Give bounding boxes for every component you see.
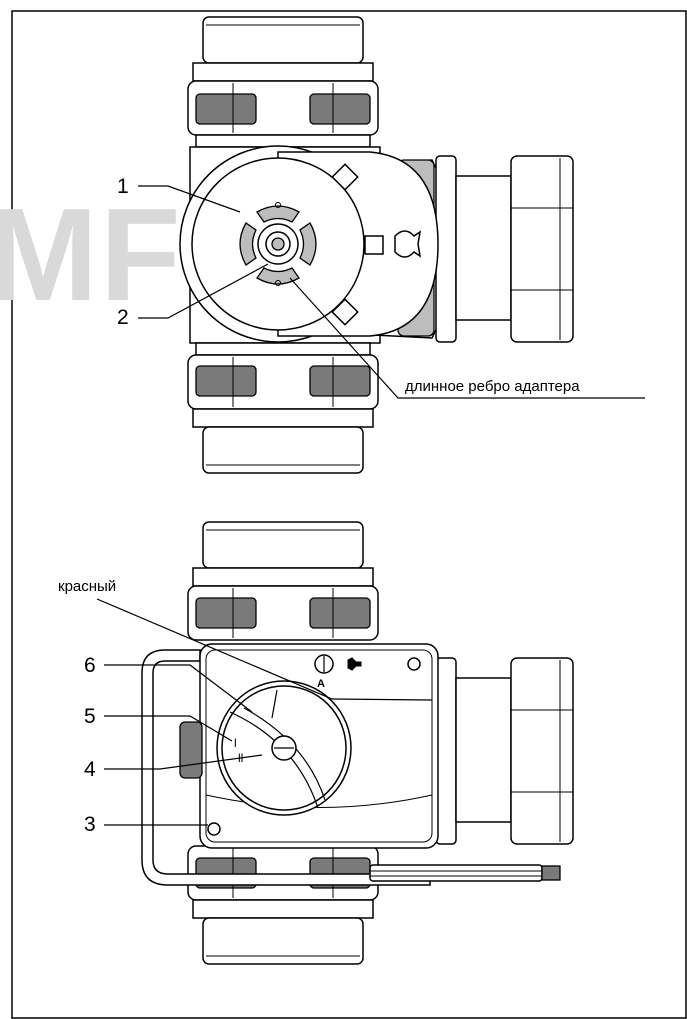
adapter-rib-leader: [289, 277, 645, 399]
callout-5-leader: [104, 715, 233, 742]
dial-letter: A: [317, 678, 325, 690]
callout-1-leader: [138, 185, 241, 213]
top-view-lower-fitting: [187, 342, 379, 474]
bottom-view-side-fitting: [435, 657, 574, 845]
adapter-rib-label: длинное ребро адаптера: [405, 378, 580, 395]
spindle-adapter: [239, 202, 317, 286]
callout-3: 3: [84, 813, 96, 836]
selector-knob: l ll: [216, 680, 352, 816]
scale-mark-left: l: [234, 736, 237, 750]
bottom-view-lower-fitting: [187, 845, 379, 965]
callout-1: 1: [117, 175, 129, 198]
bottom-view: l ll A красный 6 5 4 3: [58, 521, 574, 965]
callout-5: 5: [84, 705, 96, 728]
terminal-screw: A: [314, 654, 334, 690]
callout-4-leader: [104, 754, 263, 770]
red-label: красный: [58, 578, 116, 595]
callout-6: 6: [84, 654, 96, 677]
diagram-border: [11, 10, 687, 1019]
top-view: 1 2 длинное ребро адаптера: [117, 16, 645, 474]
red-label-leader: [96, 598, 433, 701]
top-view-upper-fitting: [187, 16, 379, 148]
bottom-view-upper-fitting: [187, 521, 379, 641]
callout-6-leader: [104, 664, 253, 713]
plug-icon: [347, 657, 362, 671]
callout-2-leader: [138, 263, 269, 319]
callout-2: 2: [117, 306, 129, 329]
actuator-cable: [369, 864, 561, 882]
callout-4: 4: [84, 758, 96, 781]
